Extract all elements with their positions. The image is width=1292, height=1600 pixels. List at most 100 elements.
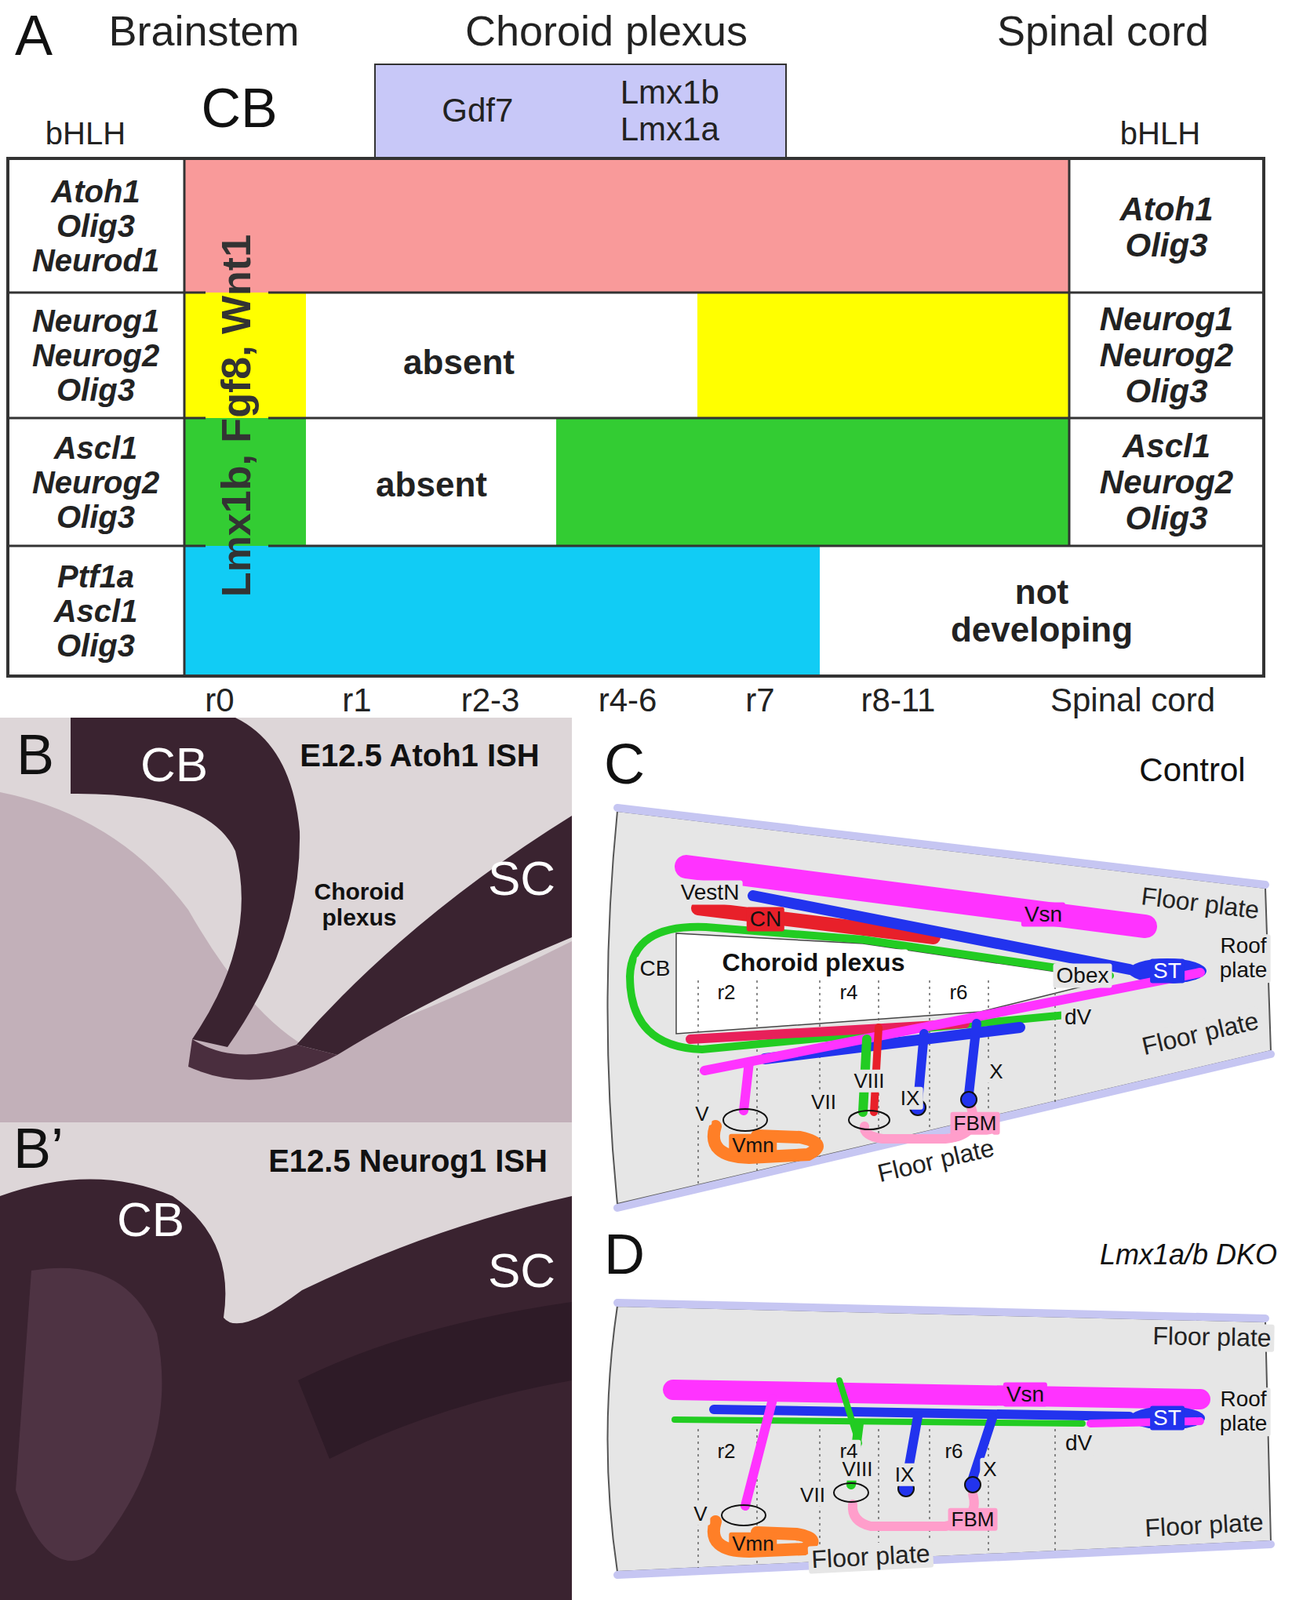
- expression-table: [697, 292, 1070, 419]
- figure-label: CB: [636, 957, 674, 982]
- dko-hindbrain-scheme: [928, 1429, 931, 1558]
- dko-hindbrain-scheme: [745, 1399, 773, 1507]
- dko-hindbrain-scheme: [987, 1429, 990, 1555]
- figure-label: Atoh1 Olig3: [1120, 191, 1214, 264]
- figure-label: Ascl1 Neurog2 Olig3: [32, 430, 160, 535]
- dko-hindbrain-scheme: [673, 1390, 1201, 1400]
- figure-label: Brainstem: [108, 7, 299, 55]
- control-hindbrain-scheme: [818, 980, 821, 1158]
- figure-label: X: [979, 1458, 1000, 1482]
- figure-label: r6: [941, 1440, 966, 1464]
- figure-label: V: [691, 1102, 712, 1126]
- figure-label: CB: [200, 78, 277, 139]
- figure-label: bHLH: [1120, 116, 1201, 151]
- neurog1-ish-photo: [0, 1179, 572, 1600]
- expression-table: [556, 418, 1070, 546]
- figure-label: FBM: [948, 1508, 998, 1532]
- atoh1-ish-photo: [0, 717, 572, 1123]
- neurog1-ish-photo: [0, 1122, 572, 1600]
- expression-table: [268, 417, 1264, 420]
- control-hindbrain-scheme: [713, 1126, 818, 1158]
- panel-letter: C: [604, 733, 645, 796]
- figure-label: VIII: [838, 1458, 876, 1482]
- figure-label: Vmn: [728, 1134, 777, 1158]
- panel-letter: A: [14, 4, 53, 67]
- figure-label: r2-3: [461, 682, 521, 719]
- figure-label: VII: [797, 1484, 829, 1507]
- figure-label: ST: [1150, 959, 1185, 984]
- expression-table: [268, 545, 1264, 548]
- expression-table: [184, 158, 1070, 293]
- figure-label: absent: [403, 343, 515, 382]
- figure-label: absent: [375, 465, 488, 504]
- figure-label: Neurog1 Neurog2 Olig3: [1099, 301, 1234, 411]
- control-hindbrain-scheme: [617, 1054, 1271, 1209]
- figure-label: VestN: [677, 880, 743, 906]
- figure-label: VII: [807, 1091, 840, 1114]
- control-hindbrain-scheme: [987, 980, 990, 1118]
- figure-label: Choroid plexus: [465, 7, 748, 55]
- figure-label: Lmx1a/b DKO: [1099, 1239, 1278, 1271]
- gene-label: Gdf7: [441, 92, 514, 129]
- figure-label: r1: [342, 682, 372, 719]
- dko-hindbrain-scheme: [674, 1419, 1083, 1424]
- figure-label: r4-6: [598, 682, 658, 719]
- figure-label: CB: [140, 738, 208, 792]
- figure-label: Neurog1 Neurog2 Olig3: [32, 303, 160, 408]
- expression-table: [7, 545, 206, 548]
- figure-label: Roof plate: [1216, 1387, 1271, 1437]
- figure-label: Spinal cord: [1050, 682, 1216, 719]
- figure-label: VIII: [850, 1069, 888, 1093]
- figure-label: IX: [891, 1463, 918, 1487]
- figure-label: r6: [946, 981, 971, 1005]
- neurog1-ish-photo: [0, 1122, 572, 1600]
- figure-label: Control: [1139, 752, 1245, 789]
- atoh1-ish-photo: [296, 815, 572, 1056]
- panel-letter: B’: [13, 1117, 64, 1180]
- figure-label: dV: [1061, 1005, 1095, 1030]
- figure-label: r0: [204, 682, 234, 719]
- dko-hindbrain-scheme: [721, 1505, 766, 1526]
- figure-label: Roof plate: [1216, 934, 1271, 983]
- figure-label: ST: [1150, 1406, 1185, 1431]
- figure-label: Vsn: [1021, 902, 1066, 928]
- dko-hindbrain-scheme: [697, 1429, 699, 1569]
- gene-label: Lmx1b Lmx1a: [620, 74, 720, 147]
- atoh1-ish-photo: [70, 717, 300, 1048]
- figure-label: Choroid plexus: [719, 949, 909, 977]
- expression-table: [7, 291, 206, 295]
- figure-label: Lmx1b, Fgf8, Wnt1: [214, 234, 259, 597]
- figure-label: FBM: [950, 1112, 1001, 1136]
- dko-hindbrain-scheme: [617, 1302, 1266, 1319]
- control-hindbrain-scheme: [723, 1109, 768, 1132]
- figure-label: Vsn: [1003, 1382, 1048, 1408]
- control-hindbrain-scheme: [968, 1023, 977, 1095]
- expression-table: [7, 417, 206, 420]
- figure-label: dV: [1062, 1431, 1096, 1456]
- atoh1-ish-photo: [0, 717, 572, 1123]
- figure-label: bHLH: [45, 116, 126, 151]
- expression-table: [184, 545, 820, 677]
- figure-label: Obex: [1053, 964, 1113, 989]
- dko-hindbrain-scheme: [1054, 1429, 1056, 1552]
- figure-label: Ascl1 Neurog2 Olig3: [1099, 428, 1234, 538]
- figure-label: not developing: [950, 573, 1133, 650]
- figure-label: Ptf1a Ascl1 Olig3: [54, 559, 139, 663]
- figure-label: E12.5 Atoh1 ISH: [299, 738, 539, 773]
- control-hindbrain-scheme: [928, 980, 931, 1132]
- panel-letter: B: [16, 724, 55, 787]
- figure-label: E12.5 Neurog1 ISH: [268, 1143, 548, 1179]
- figure-label: r2: [713, 1440, 739, 1464]
- control-hindbrain-scheme: [607, 807, 1272, 1209]
- figure-label: r7: [745, 682, 775, 719]
- control-hindbrain-scheme: [629, 927, 1111, 1050]
- figure-label: Atoh1 Olig3 Neurod1: [32, 174, 160, 278]
- expression-table: [7, 158, 1264, 677]
- expression-box: Gdf7 Lmx1b Lmx1a: [374, 63, 787, 159]
- figure-label: Vmn: [728, 1532, 777, 1556]
- figure-label: Floor plate: [1149, 1322, 1275, 1353]
- neurog1-ish-photo: [15, 1268, 162, 1562]
- panel-letter: D: [604, 1223, 645, 1286]
- figure-label: IX: [897, 1087, 924, 1111]
